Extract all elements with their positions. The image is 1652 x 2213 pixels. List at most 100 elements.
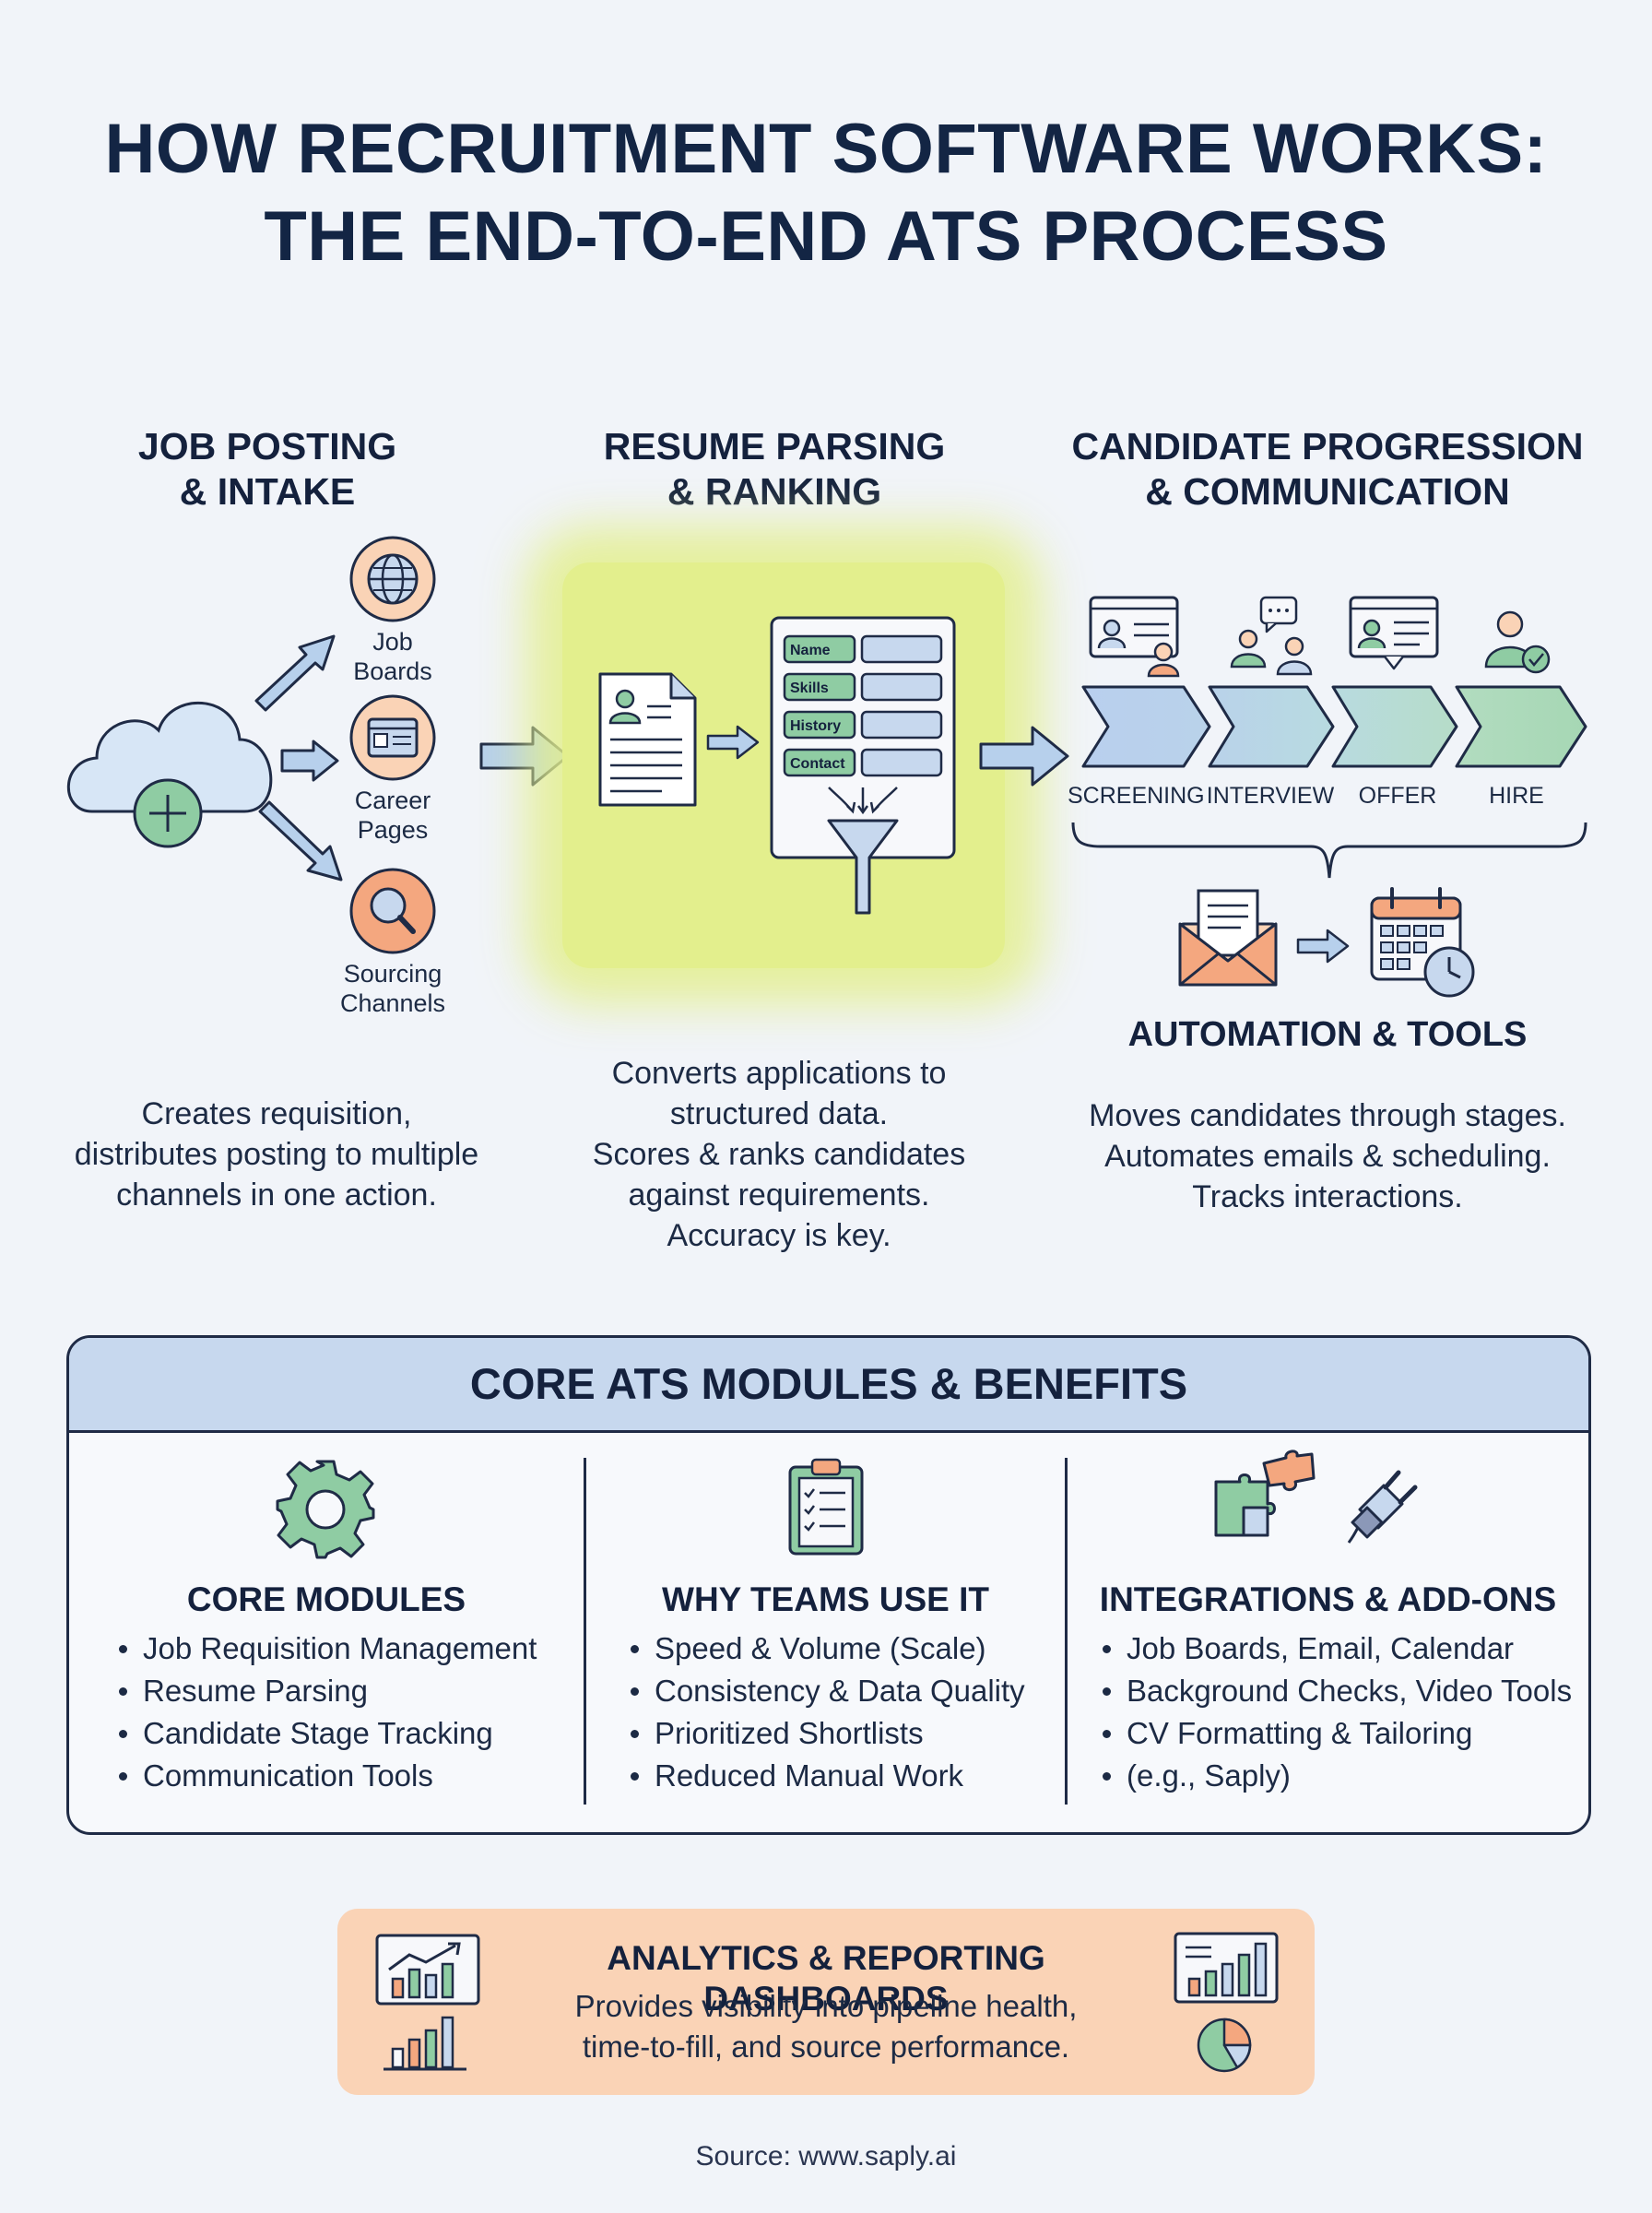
plug-icon (1347, 1470, 1418, 1544)
puzzle-plug-icon (1214, 1450, 1418, 1544)
globe-icon (349, 536, 436, 622)
core-modules-panel: CORE ATS MODULES & BENEFITS CORE MODULES… (66, 1335, 1591, 1835)
stage-label-screening: SCREENING (1068, 783, 1205, 809)
chevron-interview (1208, 685, 1335, 768)
list-item: Candidate Stage Tracking (118, 1712, 537, 1755)
channel-label-line: Career (354, 787, 431, 814)
distribution-arrows (254, 634, 343, 882)
analytics-description: Provides visibility into pipeline health… (485, 1986, 1167, 2067)
integrations-list: Job Boards, Email, Calendar Background C… (1099, 1627, 1572, 1797)
list-item: Resume Parsing (118, 1670, 537, 1712)
channel-label-line: Pages (357, 816, 429, 844)
gear-icon (276, 1460, 375, 1559)
job-posting-heading: JOB POSTING & INTAKE (74, 424, 461, 515)
parsed-data-form: Name Skills History Contact (770, 616, 956, 915)
channel-label-line: Channels (339, 989, 446, 1017)
description-line: Accuracy is key. (667, 1218, 891, 1253)
section-divider (584, 1458, 586, 1805)
offer-icon (1349, 596, 1439, 670)
stage-label-interview: INTERVIEW (1206, 783, 1335, 809)
pipeline-chevrons (1081, 685, 1587, 768)
analytics-panel: ANALYTICS & REPORTING DASHBOARDS Provide… (337, 1909, 1315, 2095)
candidate-progression-heading-line-2: & COMMUNICATION (1145, 470, 1510, 513)
field-label-contact: Contact (790, 756, 845, 772)
chevron-offer (1331, 685, 1458, 768)
magnifier-icon (349, 868, 436, 954)
trend-chart-icon (375, 1934, 480, 2071)
channel-label-line: Sourcing (343, 960, 442, 988)
description-line: structured data. (669, 1096, 889, 1131)
channel-label-line: Boards (353, 657, 432, 685)
job-posting-description: Creates requisition, distributes posting… (46, 1094, 507, 1215)
why-teams-heading: WHY TEAMS USE IT (662, 1580, 989, 1618)
description-line: Creates requisition, (141, 1096, 412, 1131)
candidate-progression-heading-line-1: CANDIDATE PROGRESSION (1071, 425, 1584, 467)
puzzle-icon (1214, 1450, 1316, 1537)
automation-arrow (1296, 929, 1350, 964)
description-line: Automates emails & scheduling. (1104, 1139, 1551, 1174)
resume-parsing-heading-line-2: & RANKING (667, 470, 882, 513)
resume-parsing-heading: RESUME PARSING & RANKING (572, 424, 977, 515)
browser-window-icon (349, 694, 436, 781)
list-item: Prioritized Shortlists (631, 1712, 1025, 1755)
field-label-skills: Skills (790, 680, 829, 696)
flow-arrow-1 (479, 726, 570, 787)
list-item: Consistency & Data Quality (631, 1670, 1025, 1712)
list-item: CV Formatting & Tailoring (1102, 1712, 1572, 1755)
stages-brace (1071, 822, 1587, 879)
list-item: Speed & Volume (Scale) (631, 1627, 1025, 1670)
description-line: Tracks interactions. (1192, 1179, 1463, 1214)
description-line: Converts applications to (611, 1056, 947, 1091)
description-line: Moves candidates through stages. (1089, 1098, 1566, 1133)
field-label-history: History (790, 718, 841, 734)
candidate-progression-description: Moves candidates through stages. Automat… (1060, 1095, 1595, 1217)
description-line: distributes posting to multiple (74, 1137, 479, 1172)
parse-arrow (706, 725, 760, 760)
description-line: Provides visibility into pipeline health… (574, 1989, 1078, 2023)
channel-label-career-pages: Career Pages (328, 786, 457, 845)
channel-label-job-boards: Job Boards (337, 627, 448, 686)
automation-tools-heading: AUTOMATION & TOOLS (1127, 1015, 1528, 1054)
source-credit: Source: www.saply.ai (695, 2141, 957, 2172)
page-title-line-1: HOW RECRUITMENT SOFTWARE WORKS: (104, 110, 1548, 188)
stage-label-offer: OFFER (1358, 783, 1437, 809)
resume-parsing-description: Converts applications to structured data… (553, 1053, 1005, 1256)
chevron-hire (1455, 685, 1587, 768)
description-line: channels in one action. (116, 1178, 437, 1213)
list-item: Job Boards, Email, Calendar (1102, 1627, 1572, 1670)
list-item: Communication Tools (118, 1755, 537, 1797)
list-item: Job Requisition Management (118, 1627, 537, 1670)
clipboard-checklist-icon (788, 1458, 864, 1556)
hire-icon (1484, 610, 1551, 674)
stage-label-hire: HIRE (1489, 783, 1544, 809)
interview-icon (1230, 596, 1313, 676)
list-item: Background Checks, Video Tools (1102, 1670, 1572, 1712)
cloud-upload-icon (66, 701, 273, 848)
description-line: against requirements. (628, 1178, 930, 1213)
list-item-continuation: (e.g., Saply) (1102, 1755, 1572, 1797)
resume-document-icon (598, 672, 697, 807)
chevron-screening (1081, 685, 1211, 768)
list-item: Reduced Manual Work (631, 1755, 1025, 1797)
dashboard-pie-icon (1174, 1932, 1279, 2073)
resume-parsing-heading-line-1: RESUME PARSING (603, 425, 946, 467)
channel-label-sourcing: Sourcing Channels (319, 959, 466, 1018)
why-teams-list: Speed & Volume (Scale) Consistency & Dat… (627, 1627, 1025, 1797)
core-modules-header: CORE ATS MODULES & BENEFITS (69, 1338, 1588, 1433)
core-modules-heading: CORE MODULES (186, 1580, 466, 1618)
screening-icon (1089, 596, 1180, 678)
section-divider (1065, 1458, 1068, 1805)
page-title-line-2: THE END-TO-END ATS PROCESS (264, 197, 1388, 276)
core-modules-list: Job Requisition Management Resume Parsin… (115, 1627, 537, 1797)
field-label-name: Name (790, 643, 831, 658)
job-posting-heading-line-1: JOB POSTING (137, 425, 397, 467)
integrations-heading: INTEGRATIONS & ADD-ONS (1099, 1580, 1557, 1618)
job-posting-heading-line-2: & INTAKE (179, 470, 356, 513)
calendar-clock-icon (1370, 887, 1475, 998)
analytics-heading: ANALYTICS & REPORTING DASHBOARDS (607, 1939, 1045, 2018)
channel-label-line: Job (372, 628, 413, 656)
flow-arrow-2 (979, 726, 1069, 787)
description-line: time-to-fill, and source performance. (582, 2030, 1070, 2064)
envelope-icon (1178, 889, 1278, 987)
